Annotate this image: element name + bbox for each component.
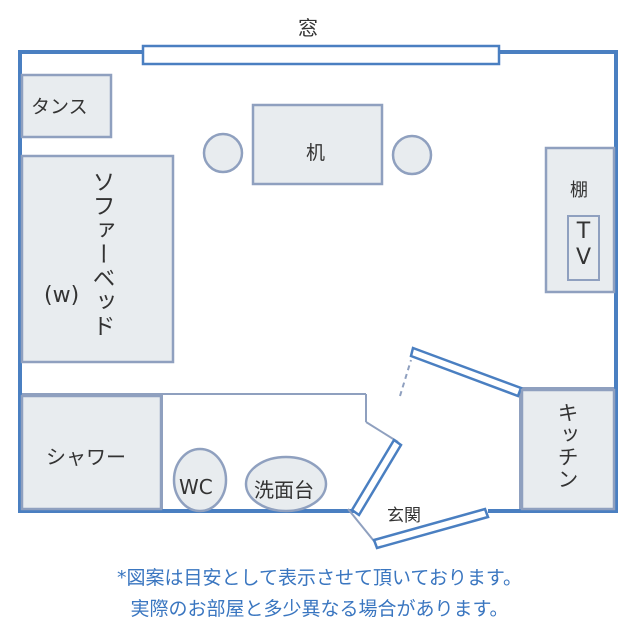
chair-right [391,134,433,176]
desk-label: 机 [306,142,326,164]
window-label: 窓 [298,16,318,40]
sofa-bed-size-label: (w) [44,283,80,308]
tv-label: TV [571,219,596,271]
tv [567,215,600,281]
wc-label: WC [179,475,213,499]
entrance-label: 玄関 [387,506,421,526]
desk [251,103,384,186]
shelf-label: 棚 [570,180,588,201]
shower [20,394,163,511]
washstand-label: 洗面台 [254,478,314,502]
entrance-door[interactable] [372,507,490,550]
kitchen [520,388,616,511]
wardrobe-label: タンス [31,96,88,118]
window [141,44,501,66]
shower-label: シャワー [46,445,126,469]
bathroom-door[interactable] [350,438,403,517]
kitchen-label: キッチン [555,402,579,490]
wardrobe [20,73,113,139]
sofa-bed-label: ソファーベッド [88,170,114,338]
room-door[interactable] [409,346,523,398]
toilet [172,447,228,513]
chair-left [202,132,244,174]
washstand [244,455,328,513]
disclaimer-line-2: 実際のお部屋と多少異なる場合があります。 [130,598,509,620]
disclaimer-line-1: *図案は目安として表示させて頂いております。 [117,567,522,589]
sofa-bed [20,154,175,364]
